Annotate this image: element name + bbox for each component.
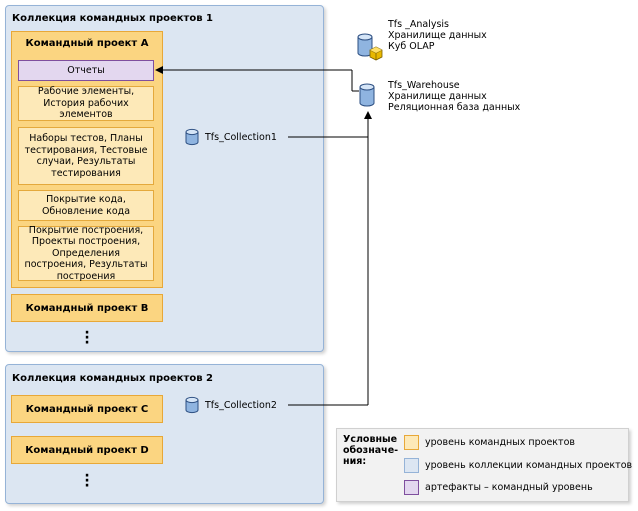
- warehouse-database-icon: [359, 82, 377, 110]
- team-project-b: Командный проект B: [11, 294, 163, 322]
- more-projects-ellipsis-1: ···: [84, 325, 90, 351]
- test-artifacts: Наборы тестов, Планы тестирования, Тесто…: [18, 127, 154, 185]
- warehouse-desc-1: Хранилище данных: [388, 91, 487, 102]
- database-cylinder-icon: [359, 83, 375, 107]
- collection-2-title: Коллекция командных проектов 2: [12, 373, 213, 384]
- collection2-database-icon: [185, 396, 201, 416]
- database-cylinder-icon: [357, 33, 383, 61]
- analysis-database-icon: [357, 32, 387, 62]
- legend-heading: Условные обозначе-ния:: [343, 434, 399, 467]
- warehouse-name: Tfs_Warehouse: [388, 80, 460, 91]
- team-project-collection-2: Коллекция командных проектов 2: [5, 364, 324, 504]
- more-projects-ellipsis-2: ···: [84, 468, 90, 494]
- analysis-name: Tfs _Analysis: [388, 19, 450, 30]
- code-coverage-artifact: Покрытие кода, Обновление кода: [18, 190, 154, 221]
- reports-artifact: Отчеты: [18, 60, 154, 81]
- legend-label-team-project: уровень командных проектов: [425, 437, 575, 448]
- legend-swatch-team-project: [404, 435, 419, 450]
- legend-label-collection: уровень коллекции командных проектов: [425, 460, 633, 471]
- collection-1-title: Коллекция командных проектов 1: [12, 13, 213, 24]
- work-items-artifact: Рабочие элементы, История рабочих элемен…: [18, 86, 154, 121]
- warehouse-desc-2: Реляционная база данных: [388, 102, 521, 113]
- team-project-a-title: Командный проект A: [25, 38, 149, 49]
- collection1-database-icon: [185, 128, 201, 148]
- collection2-db-label: Tfs_Collection2: [205, 400, 277, 411]
- team-project-c: Командный проект C: [11, 395, 163, 423]
- analysis-desc-1: Хранилище данных: [388, 30, 487, 41]
- legend: Условные обозначе-ния: уровень командных…: [336, 428, 633, 502]
- legend-swatch-collection: [404, 458, 419, 473]
- analysis-desc-2: Куб OLAP: [388, 41, 435, 52]
- legend-swatch-artifacts: [404, 480, 419, 495]
- database-cylinder-icon: [185, 396, 199, 414]
- legend-label-artifacts: артефакты – командный уровень: [425, 482, 593, 493]
- olap-cube-icon: [369, 46, 383, 61]
- team-project-d: Командный проект D: [11, 436, 163, 464]
- collection1-db-label: Tfs_Collection1: [205, 132, 277, 143]
- build-artifacts: Покрытие построения, Проекты построения,…: [18, 225, 154, 282]
- database-cylinder-icon: [185, 128, 199, 146]
